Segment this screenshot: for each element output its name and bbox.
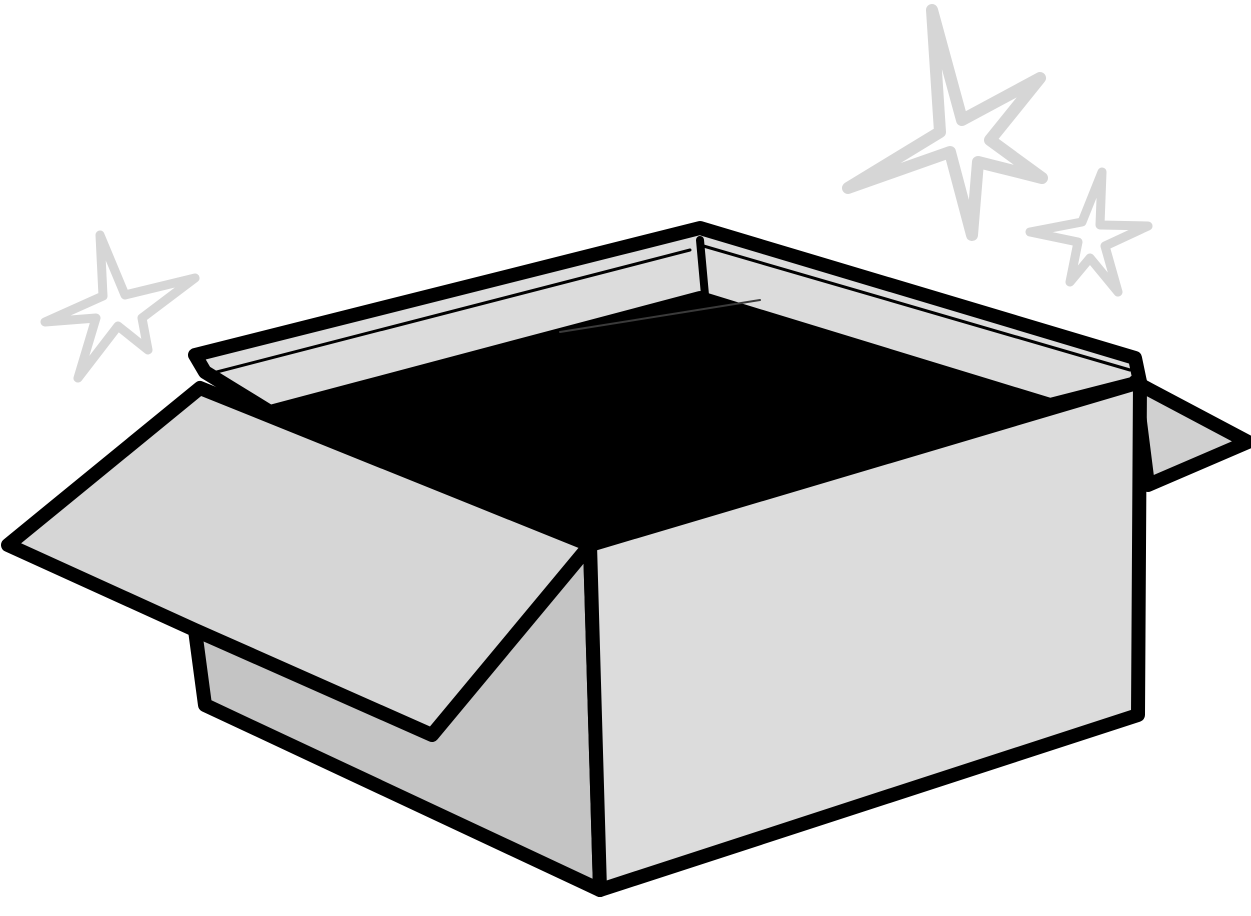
box-flap-left <box>1 381 597 742</box>
box-flap-right <box>1128 375 1251 492</box>
sparkle-icon-left <box>40 230 200 383</box>
sparkle-icon-large <box>842 4 1048 241</box>
sparkle-icon-small <box>1025 167 1153 297</box>
box-face-front <box>583 375 1147 897</box>
box-icon <box>1 221 1251 897</box>
